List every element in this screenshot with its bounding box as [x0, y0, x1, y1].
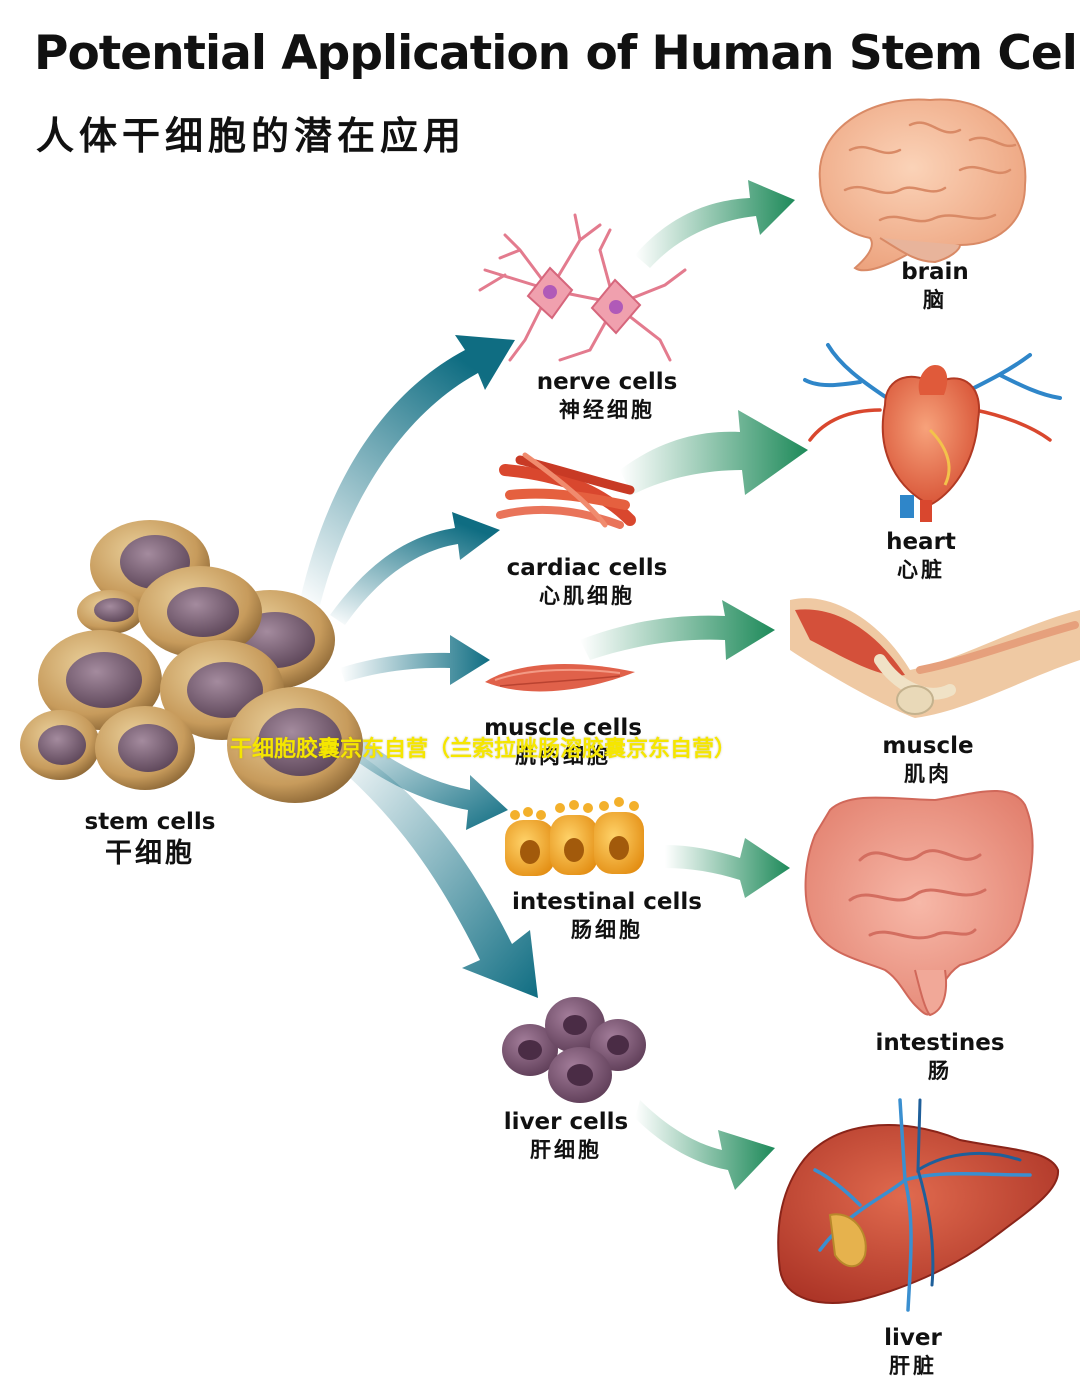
cardiac-cells-label: cardiac cells 心肌细胞	[507, 554, 668, 610]
intestinal-cells-illustration	[505, 797, 644, 876]
stem-cells-label-zh: 干细胞	[104, 838, 195, 869]
intestines-label: intestines 肠	[875, 1029, 1004, 1085]
heart-label-zh: 心脏	[897, 558, 945, 582]
intestinal-cells-label-zh: 肠细胞	[571, 918, 643, 942]
muscle-cells-label-en: muscle cells	[484, 715, 642, 741]
title-chinese: 人体干细胞的潜在应用	[36, 114, 467, 158]
intestines-label-en: intestines	[875, 1030, 1005, 1056]
heart-label-en: heart	[886, 529, 956, 555]
arrows-cells-to-organs	[580, 180, 808, 1190]
nerve-cells-label-zh: 神经细胞	[558, 398, 655, 422]
brain-label: brain 脑	[901, 258, 969, 314]
stem-cells-label: stem cells 干细胞	[85, 808, 216, 872]
muscle-cell-illustration	[485, 663, 635, 692]
cardiac-cells-label-zh: 心肌细胞	[538, 584, 635, 608]
heart-label: heart 心脏	[886, 528, 956, 584]
nerve-cells-label: nerve cells 神经细胞	[537, 368, 678, 424]
liver-cells-label-zh: 肝细胞	[530, 1138, 602, 1162]
brain-illustration	[818, 98, 1027, 272]
muscle-label-en: muscle	[882, 733, 974, 759]
stem-cells-illustration	[20, 520, 363, 803]
muscle-label-zh: 肌肉	[904, 762, 952, 786]
intestines-illustration	[804, 790, 1034, 1017]
nerve-cells-illustration	[478, 213, 687, 362]
intestines-label-zh: 肠	[928, 1059, 952, 1083]
title-english: Potential Application of Human Stem Cell…	[34, 26, 1080, 81]
arrows-stem-to-cells	[300, 335, 538, 998]
nerve-cells-label-en: nerve cells	[536, 369, 678, 395]
muscle-cells-label: muscle cells 肌肉细胞	[484, 714, 642, 770]
liver-cells-label-en: liver cells	[503, 1109, 629, 1135]
muscle-label: muscle 肌肉	[882, 732, 973, 788]
heart-illustration	[803, 343, 1062, 522]
intestinal-cells-label-en: intestinal cells	[512, 889, 702, 915]
intestinal-cells-label: intestinal cells 肠细胞	[512, 888, 702, 944]
liver-label: liver 肝脏	[884, 1324, 942, 1380]
liver-label-zh: 肝脏	[888, 1354, 937, 1378]
brain-label-zh: 脑	[923, 288, 947, 312]
liver-cells-illustration	[502, 997, 646, 1103]
liver-label-en: liver	[884, 1325, 942, 1351]
cardiac-cells-illustration	[496, 452, 636, 529]
muscle-arm-illustration	[790, 598, 1080, 718]
cardiac-cells-label-en: cardiac cells	[506, 555, 668, 581]
watermark-text: 干细胞胶囊京东自营（兰索拉唑肠溶胶囊京东自营）	[230, 737, 737, 762]
brain-label-en: brain	[901, 259, 969, 285]
liver-cells-label: liver cells 肝细胞	[504, 1108, 628, 1164]
muscle-cells-label-zh: 肌肉细胞	[514, 744, 611, 768]
stem-cells-label-en: stem cells	[84, 809, 216, 835]
liver-illustration	[777, 1098, 1060, 1312]
